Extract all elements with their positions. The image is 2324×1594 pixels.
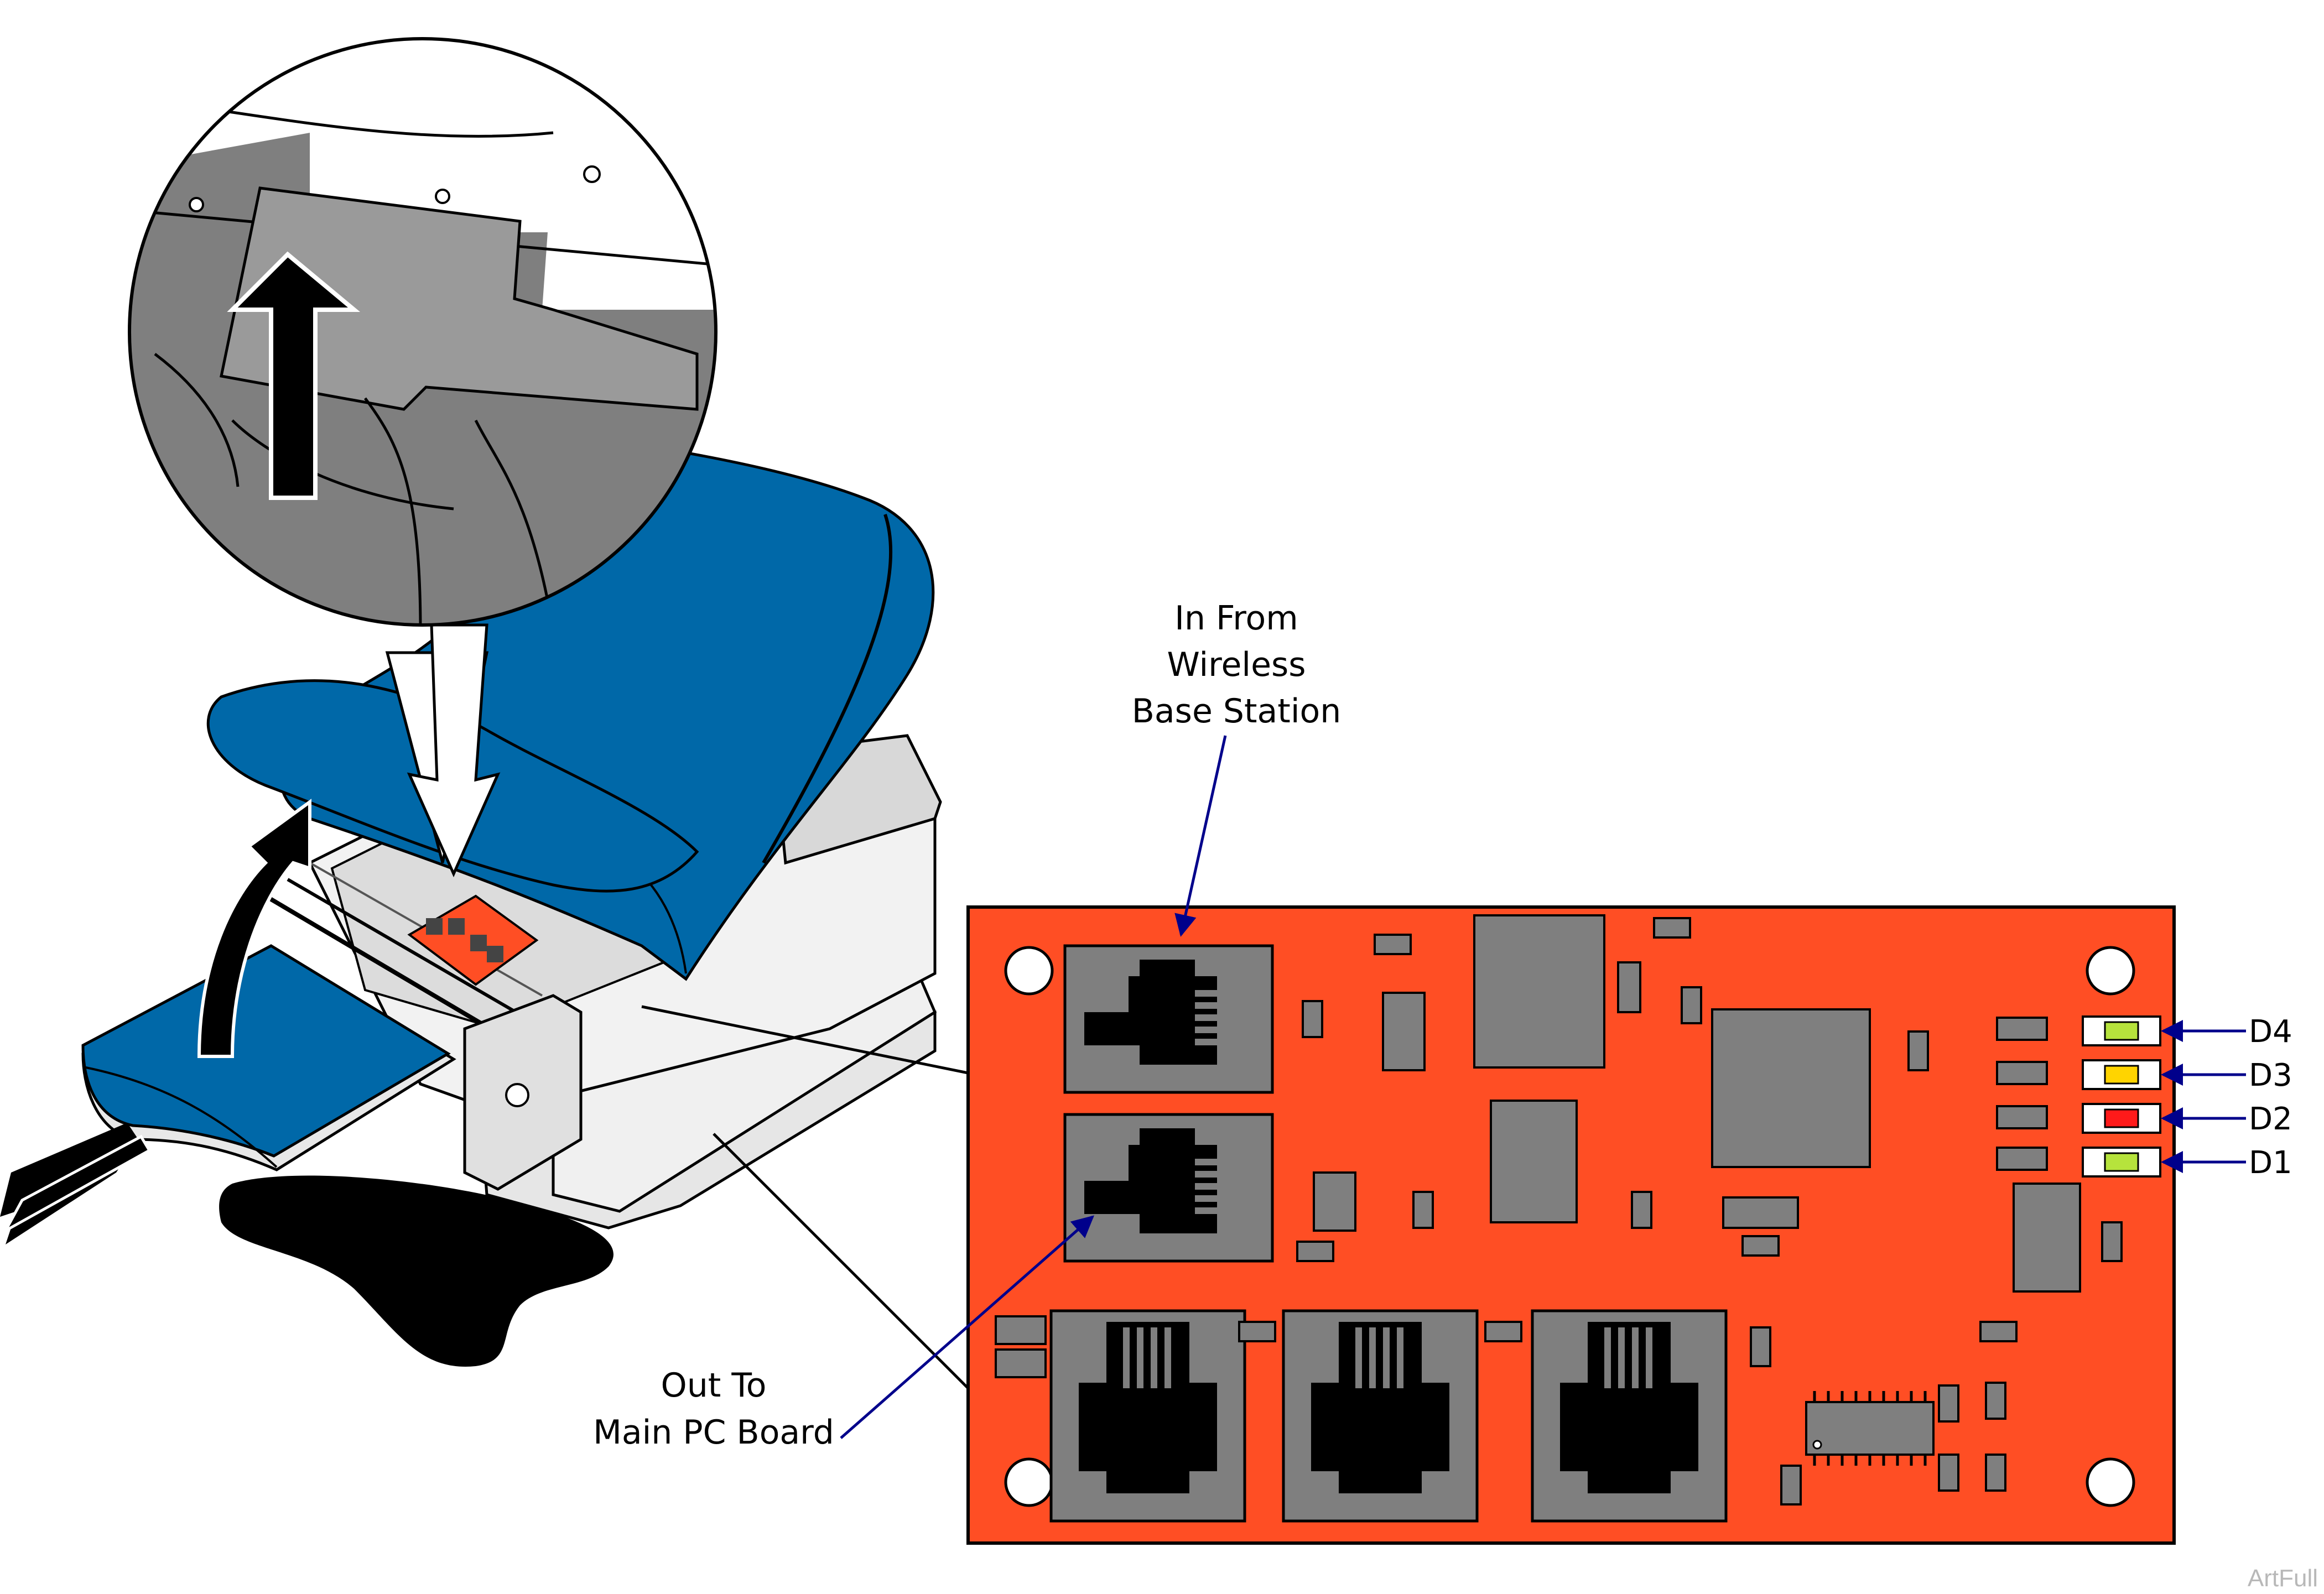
- floor-shadow: [219, 1175, 614, 1367]
- pull-arrow-shaft: [2, 1134, 152, 1234]
- callout-in-from-line2: Wireless: [1167, 645, 1306, 684]
- jack-bottom-3: [1531, 1309, 1728, 1523]
- callout-in-from-line1: In From: [1174, 599, 1298, 638]
- led-label-d3: D3: [2249, 1058, 2292, 1093]
- mounting-hole: [2086, 946, 2135, 996]
- projection-line-bottom: [713, 1133, 969, 1389]
- leg-rest-edge: [85, 1066, 278, 1168]
- led-label-d2: D2: [2249, 1101, 2292, 1137]
- rail-2: [287, 878, 527, 1019]
- mounting-hole: [1004, 946, 1054, 996]
- led-d2: [2082, 1103, 2161, 1134]
- led-label-d4: D4: [2249, 1014, 2292, 1050]
- jack-in: [1063, 944, 1274, 1094]
- side-port: [505, 1083, 529, 1107]
- watermark: ArtFull: [2248, 1565, 2318, 1592]
- zoom-pointer-arrow-icon: [407, 623, 501, 878]
- led-d1: [2082, 1147, 2161, 1178]
- led-callouts: D4 D3 D2 D1: [2161, 1014, 2292, 1181]
- mounting-hole: [1004, 1457, 1054, 1507]
- zoom-top-surface: [129, 39, 716, 310]
- lift-arrow-icon: [197, 799, 311, 1058]
- callout-out-to-line1: Out To: [661, 1366, 766, 1405]
- callout-in-from: In From Wireless Base Station: [1132, 599, 1342, 937]
- board-components: [995, 914, 2123, 1506]
- jack-bottom-2: [1282, 1309, 1479, 1523]
- zoom-circle-border: [128, 37, 718, 627]
- zoom-up-arrow-icon: [227, 251, 361, 500]
- led-d3: [2082, 1059, 2161, 1090]
- led-label-d1: D1: [2249, 1145, 2292, 1181]
- led-d4: [2082, 1015, 2161, 1046]
- jack-out: [1063, 1113, 1274, 1263]
- pc-board: [966, 905, 2176, 1545]
- rail-1: [264, 894, 511, 1042]
- cushion-seam-1: [762, 514, 893, 864]
- zoom-inset: [128, 37, 718, 878]
- mounting-hole: [2086, 1457, 2135, 1507]
- callout-out-to: Out To Main PC Board: [593, 1215, 1095, 1452]
- installed-board: [407, 894, 539, 986]
- callout-out-to-line2: Main PC Board: [593, 1413, 834, 1452]
- jack-bottom-1: [1049, 1309, 1246, 1523]
- ic-chip: [1805, 1391, 1935, 1466]
- projection-line-top: [641, 1005, 969, 1075]
- callout-in-leader: [1174, 735, 1227, 937]
- callout-in-from-line3: Base Station: [1132, 692, 1342, 731]
- callout-out-leader: [840, 1215, 1095, 1439]
